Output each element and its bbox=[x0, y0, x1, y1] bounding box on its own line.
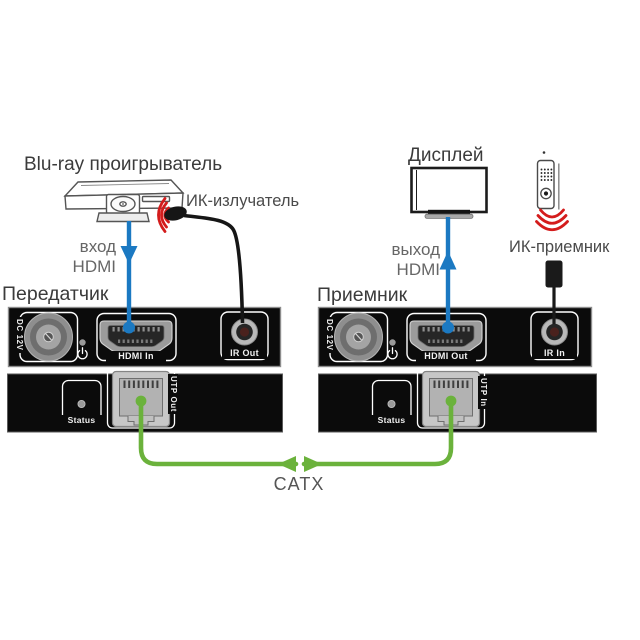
rx-hdmi-port-label: HDMI Out bbox=[416, 351, 476, 362]
rx-status-label: Status bbox=[370, 415, 413, 426]
rx-hdmi-port bbox=[409, 320, 483, 353]
tx-dc-port-label: DC 12V bbox=[14, 317, 24, 353]
blu-ray-player-illustration bbox=[63, 179, 185, 223]
source-device-label: Blu-ray проигрыватель bbox=[24, 154, 223, 175]
hdmi-cable-arrow-in bbox=[120, 221, 138, 334]
ir-emitter-cable bbox=[183, 213, 245, 324]
tx-power-icon bbox=[77, 347, 88, 360]
remote-buttons-dots bbox=[540, 168, 553, 181]
transmitter-label: Передатчик bbox=[2, 283, 109, 305]
ir-emitter-label: ИК-излучатель bbox=[186, 192, 300, 210]
hdmi-out-label-line1: выход bbox=[391, 240, 440, 259]
ir-emitter-icon bbox=[164, 206, 245, 324]
ir-receiver-icon bbox=[545, 260, 563, 324]
rx-power-led bbox=[389, 339, 396, 346]
hdmi-in-label-line2: HDMI bbox=[72, 257, 116, 276]
tx-status-label: Status bbox=[60, 415, 103, 426]
tx-dc-jack bbox=[24, 312, 73, 362]
tx-ir-port-label: IR Out bbox=[222, 348, 267, 359]
rx-ir-port-label: IR In bbox=[532, 348, 577, 359]
ir-signal-icon-right bbox=[535, 208, 569, 232]
display-illustration bbox=[410, 166, 488, 219]
hdmi-cable-arrow-out bbox=[439, 217, 457, 334]
display-device-label: Дисплей bbox=[408, 145, 484, 166]
tx-status-led bbox=[77, 399, 86, 408]
tx-utp-port-label: UTP Out bbox=[168, 374, 178, 415]
rx-dc-jack bbox=[334, 312, 383, 362]
tx-hdmi-port-label: HDMI In bbox=[106, 351, 166, 362]
catx-cable-label: CATX bbox=[273, 474, 325, 494]
rx-dc-port-label: DC 12V bbox=[324, 317, 334, 353]
rx-ir-jack bbox=[541, 318, 568, 346]
receiver-label: Приемник bbox=[317, 284, 408, 306]
rx-status-led bbox=[387, 399, 396, 408]
tx-ir-jack bbox=[231, 318, 258, 346]
hdmi-out-label-line2: HDMI bbox=[396, 260, 440, 279]
rx-power-icon bbox=[387, 347, 398, 360]
catx-arrow-left bbox=[278, 456, 296, 472]
tx-hdmi-port bbox=[99, 320, 173, 353]
tx-power-led bbox=[79, 339, 86, 346]
hdmi-in-label-line1: вход bbox=[79, 237, 116, 256]
catx-arrow-right bbox=[304, 456, 322, 472]
remote-control-icon bbox=[536, 151, 560, 210]
rx-utp-port-label: UTP In bbox=[478, 376, 488, 409]
tx-ir-port-outline bbox=[220, 311, 269, 361]
catx-cable bbox=[135, 395, 457, 472]
receiver-rear-panel bbox=[318, 368, 597, 433]
ir-receiver-label: ИК-приемник bbox=[509, 238, 610, 256]
